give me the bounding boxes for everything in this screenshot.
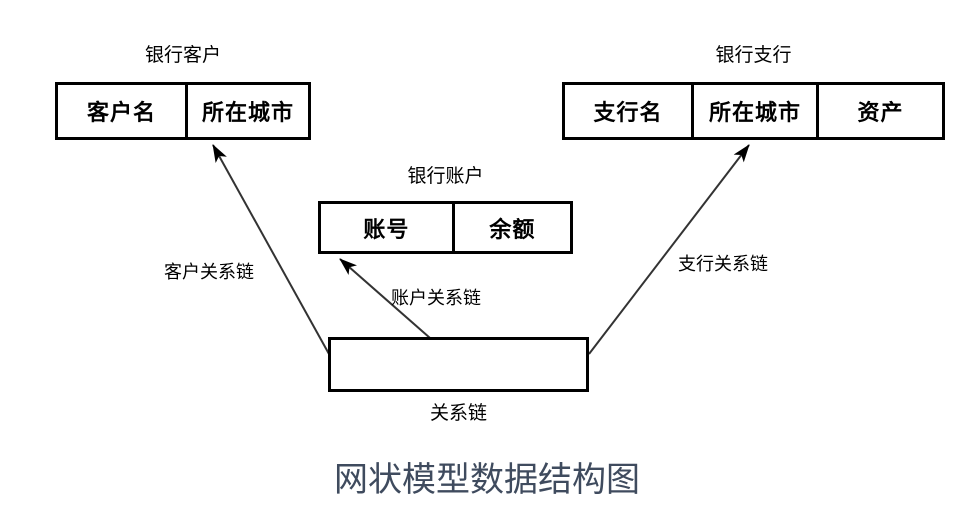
entity-caption-link-record: 关系链 [429,402,487,424]
field-account-number: 账号 [363,216,410,243]
entity-bank-account[interactable]: 账号 余额 [318,201,573,254]
field-customer-name: 客户名 [86,100,156,126]
field-branch-city: 所在城市 [690,85,816,137]
connector-branch-link [588,144,750,355]
field-customer-city: 所在城市 [184,85,308,137]
entity-bank-customer[interactable]: 客户名 所在城市 [55,82,311,140]
entity-caption-bank-customer: 银行客户 [144,44,221,66]
field-branch-name: 支行名 [593,100,663,126]
edge-label-customer-link: 客户关系链 [164,262,254,283]
entity-caption-bank-branch: 银行支行 [715,44,792,66]
entity-caption-bank-account: 银行账户 [407,165,484,187]
entity-link-record[interactable] [328,337,589,392]
edge-label-account-link: 账户关系链 [391,288,481,309]
figure-title: 网状模型数据结构图 [334,460,640,500]
edge-label-branch-link: 支行关系链 [678,254,768,275]
field-branch-assets: 资产 [816,85,942,137]
connector-customer-link [212,144,330,355]
entity-bank-branch[interactable]: 支行名 所在城市 资产 [562,82,945,140]
field-account-balance: 余额 [451,204,570,251]
connector-account-link [339,258,431,339]
